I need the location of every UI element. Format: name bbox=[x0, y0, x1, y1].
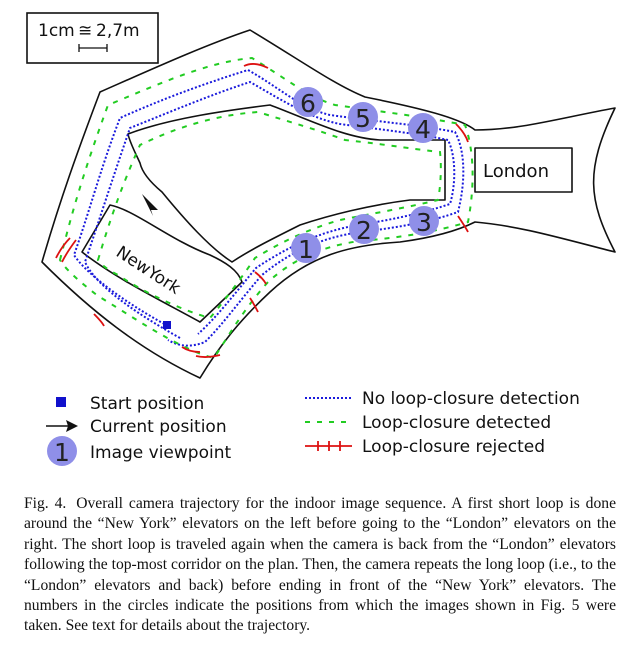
scale-label-right: 2,7m bbox=[96, 21, 140, 41]
start-position-marker bbox=[163, 321, 171, 329]
london-label: London bbox=[483, 161, 549, 182]
legend-viewpoint-label: Image viewpoint bbox=[90, 443, 231, 463]
rejected-mark bbox=[249, 297, 259, 313]
trajectory-no-loop-outer bbox=[72, 68, 465, 347]
viewpoint-number: 5 bbox=[355, 104, 371, 133]
floor-plan bbox=[41, 29, 616, 379]
viewpoint-number: 1 bbox=[298, 235, 314, 264]
viewpoint-5: 5 bbox=[348, 102, 378, 133]
rejected-mark bbox=[61, 239, 77, 263]
legend-current-icon bbox=[46, 420, 78, 432]
figure-caption: Fig. 4. Overall camera trajectory for th… bbox=[24, 494, 616, 637]
legend: Start position Current position 1 Image … bbox=[46, 389, 580, 467]
trajectory-no-loop-inner bbox=[83, 80, 456, 339]
rejected-marks bbox=[55, 62, 469, 358]
scale-label-left: 1cm bbox=[38, 21, 75, 41]
caption-text: Overall camera trajectory for the indoor… bbox=[24, 495, 616, 635]
viewpoints: 1 2 3 4 5 6 bbox=[291, 87, 439, 264]
scale-box: 1cm ≅ 2,7m bbox=[26, 12, 159, 64]
scale-bar bbox=[78, 44, 108, 52]
trajectory-detected-inner bbox=[96, 110, 442, 320]
rejected-mark bbox=[254, 271, 267, 285]
legend-rejected-line bbox=[305, 441, 352, 451]
building-outline bbox=[41, 29, 616, 379]
new-york-elevators bbox=[81, 204, 243, 323]
viewpoint-number: 2 bbox=[356, 216, 372, 245]
legend-start-label: Start position bbox=[90, 394, 204, 414]
caption-label: Fig. 4. bbox=[24, 495, 67, 512]
inner-courtyard bbox=[127, 104, 446, 263]
rejected-mark bbox=[195, 354, 221, 358]
viewpoint-number: 6 bbox=[300, 89, 316, 118]
legend-viewpoint-icon: 1 bbox=[47, 436, 77, 467]
rejected-mark bbox=[243, 62, 269, 69]
trajectory-figure: 1cm ≅ 2,7m London NewYork bbox=[26, 12, 616, 467]
viewpoint-number: 4 bbox=[415, 115, 431, 144]
viewpoint-number: 3 bbox=[416, 208, 432, 237]
legend-current-label: Current position bbox=[90, 417, 227, 437]
scale-approx-symbol: ≅ bbox=[78, 21, 92, 41]
london-elevators bbox=[474, 147, 573, 193]
legend-start-icon bbox=[56, 397, 66, 407]
legend-viewpoint-number: 1 bbox=[54, 438, 70, 467]
current-position-arrow bbox=[142, 194, 158, 216]
legend-rejected-label: Loop-closure rejected bbox=[362, 437, 545, 457]
rejected-mark bbox=[457, 215, 469, 233]
rejected-mark bbox=[455, 123, 469, 143]
legend-detected-label: Loop-closure detected bbox=[362, 413, 551, 433]
viewpoint-3: 3 bbox=[409, 206, 439, 237]
viewpoint-4: 4 bbox=[408, 113, 438, 144]
rejected-mark bbox=[181, 346, 201, 353]
viewpoint-2: 2 bbox=[349, 214, 379, 245]
rejected-mark bbox=[93, 313, 105, 327]
rejected-mark bbox=[55, 237, 71, 259]
viewpoint-6: 6 bbox=[293, 87, 323, 118]
viewpoint-1: 1 bbox=[291, 233, 321, 264]
legend-no-loop-label: No loop-closure detection bbox=[362, 389, 580, 409]
new-york-label: NewYork bbox=[112, 242, 184, 298]
